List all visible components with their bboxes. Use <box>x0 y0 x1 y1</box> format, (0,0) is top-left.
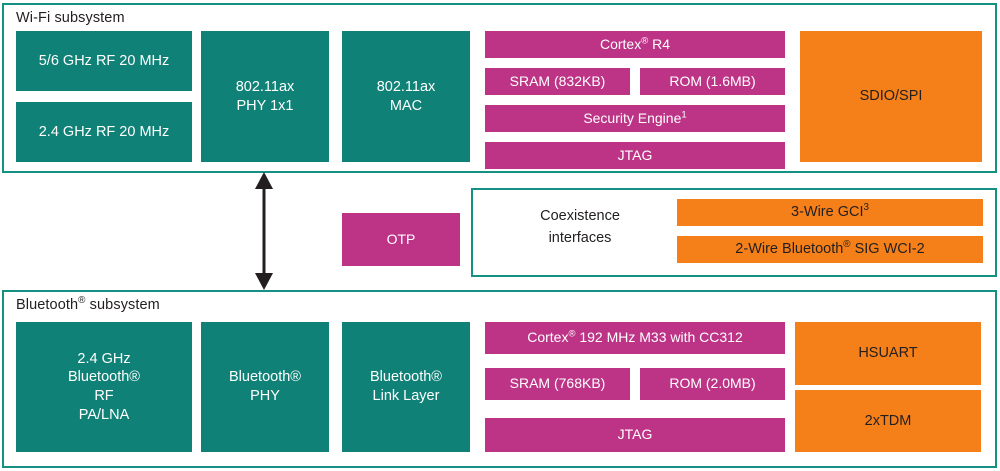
bidirectional-arrow-icon <box>255 172 273 290</box>
coex-wci2-label-b: SIG WCI-2 <box>850 241 925 258</box>
registered-trademark-icon: ® <box>568 328 576 340</box>
wifi-rf-block-2-4ghz: 2.4 GHz RF 20 MHz <box>16 102 192 162</box>
registered-trademark-icon: ® <box>843 239 851 251</box>
bluetooth-subsystem-title: Bluetooth® subsystem <box>16 295 160 313</box>
footnote-marker-3: 3 <box>863 202 869 214</box>
bluetooth-phy-block: Bluetooth® PHY <box>201 322 329 452</box>
wifi-security-label: Security Engine <box>583 109 682 126</box>
bluetooth-title-text: Bluetooth <box>16 297 79 313</box>
bluetooth-jtag-block: JTAG <box>485 418 785 452</box>
coex-2-wire-wci2-block: 2-Wire Bluetooth® SIG WCI-2 <box>677 236 983 263</box>
coexistence-interfaces-label: Coexistence interfaces <box>540 208 620 247</box>
registered-trademark-icon: ® <box>641 34 649 46</box>
wifi-rom-block: ROM (1.6MB) <box>640 68 785 95</box>
bluetooth-cortex-m33-block: Cortex® 192 MHz M33 with CC312 <box>485 322 785 354</box>
otp-block: OTP <box>342 213 460 266</box>
footnote-marker-1: 1 <box>681 108 687 120</box>
coex-gci-label: 3-Wire GCI <box>791 204 864 221</box>
bluetooth-rom-block: ROM (2.0MB) <box>640 368 785 400</box>
wifi-cortex-label: Cortex <box>599 35 642 52</box>
bluetooth-title-suffix: subsystem <box>85 297 160 313</box>
wifi-jtag-block: JTAG <box>485 142 785 169</box>
coex-wci2-label-a: 2-Wire Bluetooth <box>735 241 844 258</box>
registered-trademark-icon: ® <box>78 295 86 307</box>
bluetooth-sram-block: SRAM (768KB) <box>485 368 630 400</box>
bluetooth-hsuart-block: HSUART <box>795 322 981 385</box>
bluetooth-link-layer-block: Bluetooth® Link Layer <box>342 322 470 452</box>
wifi-host-interface-block: SDIO/SPI <box>800 31 982 162</box>
bluetooth-tdm-block: 2xTDM <box>795 390 981 452</box>
bluetooth-cortex-suffix: 192 MHz M33 with CC312 <box>575 329 743 346</box>
coex-3-wire-gci-block: 3-Wire GCI3 <box>677 199 983 226</box>
wifi-rf-block-5-6ghz: 5/6 GHz RF 20 MHz <box>16 31 192 91</box>
wifi-sram-block: SRAM (832KB) <box>485 68 630 95</box>
bluetooth-rf-block: 2.4 GHz Bluetooth® RF PA/LNA <box>16 322 192 452</box>
bluetooth-cortex-label: Cortex <box>527 329 569 346</box>
wifi-mac-block: 802.11ax MAC <box>342 31 470 162</box>
wifi-cortex-suffix: R4 <box>648 35 671 52</box>
wifi-cortex-r4-block: Cortex® R4 <box>485 31 785 58</box>
wifi-subsystem-title: Wi-Fi subsystem <box>16 10 125 26</box>
wifi-phy-block: 802.11ax PHY 1x1 <box>201 31 329 162</box>
wifi-security-engine-block: Security Engine1 <box>485 105 785 132</box>
